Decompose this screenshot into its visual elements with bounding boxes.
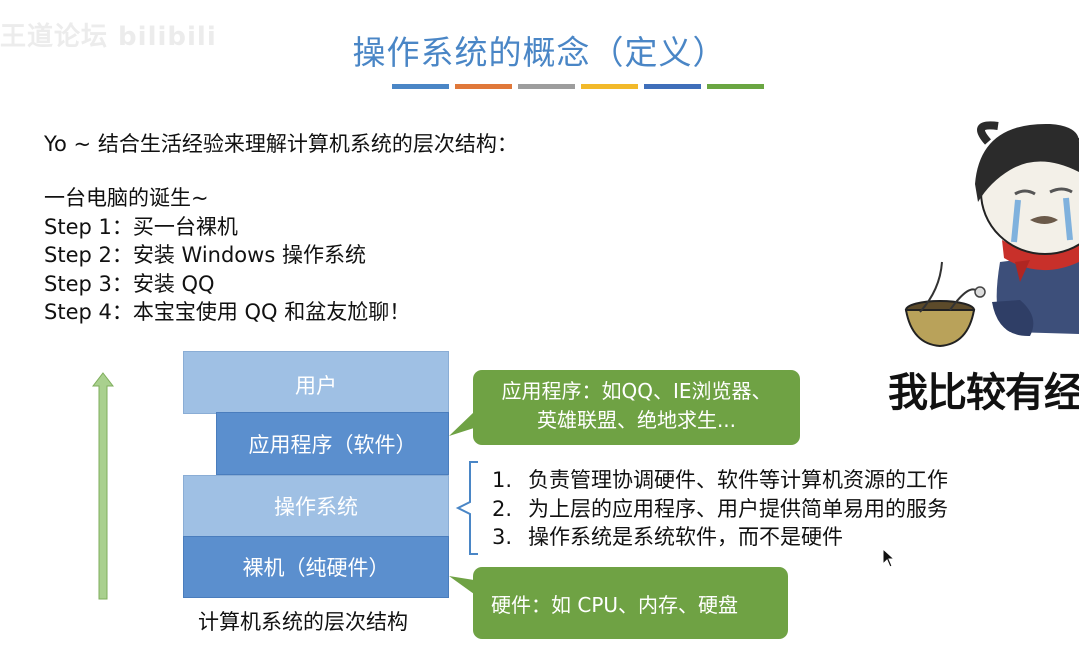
layer-user: 用户: [183, 351, 449, 414]
brace-icon: [455, 461, 478, 555]
app-callout-line-1: 应用程序：如QQ、IE浏览器、: [501, 379, 772, 403]
title-bar-6: [707, 84, 764, 89]
step-4: Step 4：本宝宝使用 QQ 和盆友尬聊！: [44, 300, 411, 324]
title-bar-3: [518, 84, 575, 89]
os-duty-1: 1.负责管理协调硬件、软件等计算机资源的工作: [492, 468, 948, 492]
watermark: 王道论坛 bilibili: [0, 22, 217, 52]
title-underline-bars: [392, 84, 764, 89]
mouse-cursor-icon: [882, 548, 896, 568]
title-bar-4: [581, 84, 638, 89]
layer-os-label: 操作系统: [274, 495, 358, 519]
app-callout-line-2: 英雄联盟、绝地求生...: [536, 408, 737, 432]
app-callout-pointer: [449, 412, 474, 436]
os-duty-2: 2.为上层的应用程序、用户提供简单易用的服务: [492, 496, 948, 521]
layer-user-label: 用户: [295, 374, 337, 398]
layer-application: 应用程序（软件）: [216, 412, 449, 475]
steps-heading: 一台电脑的诞生~: [44, 186, 209, 210]
hardware-callout: 硬件：如 CPU、内存、硬盘: [473, 567, 788, 639]
os-duties-list: 1.负责管理协调硬件、软件等计算机资源的工作 2.为上层的应用程序、用户提供简单…: [492, 466, 948, 552]
layer-application-label: 应用程序（软件）: [248, 432, 417, 457]
meme-caption: 我比较有经: [888, 370, 1079, 416]
meme-illustration: [880, 112, 1079, 422]
intro-text: Yo ~ 结合生活经验来理解计算机系统的层次结构：: [44, 132, 518, 156]
title-bar-1: [392, 84, 449, 89]
layer-hardware-label: 裸机（纯硬件）: [242, 556, 390, 580]
steps-list: 一台电脑的诞生~ Step 1：买一台裸机 Step 2：安装 Windows …: [44, 184, 410, 327]
title-bar-2: [455, 84, 512, 89]
up-arrow-icon: [92, 372, 114, 600]
hardware-callout-pointer: [449, 576, 474, 594]
layer-operating-system: 操作系统: [183, 475, 449, 537]
crying-meme-icon: [904, 121, 1079, 348]
layer-hardware: 裸机（纯硬件）: [183, 536, 449, 598]
step-2: Step 2：安装 Windows 操作系统: [44, 243, 366, 267]
os-duty-3: 3.操作系统是系统软件，而不是硬件: [492, 525, 843, 549]
diagram-caption: 计算机系统的层次结构: [198, 610, 408, 634]
step-3: Step 3：安装 QQ: [44, 271, 215, 296]
step-1: Step 1：买一台裸机: [44, 214, 238, 239]
app-callout: 应用程序：如QQ、IE浏览器、 英雄联盟、绝地求生...: [473, 370, 800, 445]
title-bar-5: [644, 84, 701, 89]
slide-title: 操作系统的概念（定义）: [352, 33, 727, 72]
hardware-callout-text: 硬件：如 CPU、内存、硬盘: [491, 592, 739, 617]
